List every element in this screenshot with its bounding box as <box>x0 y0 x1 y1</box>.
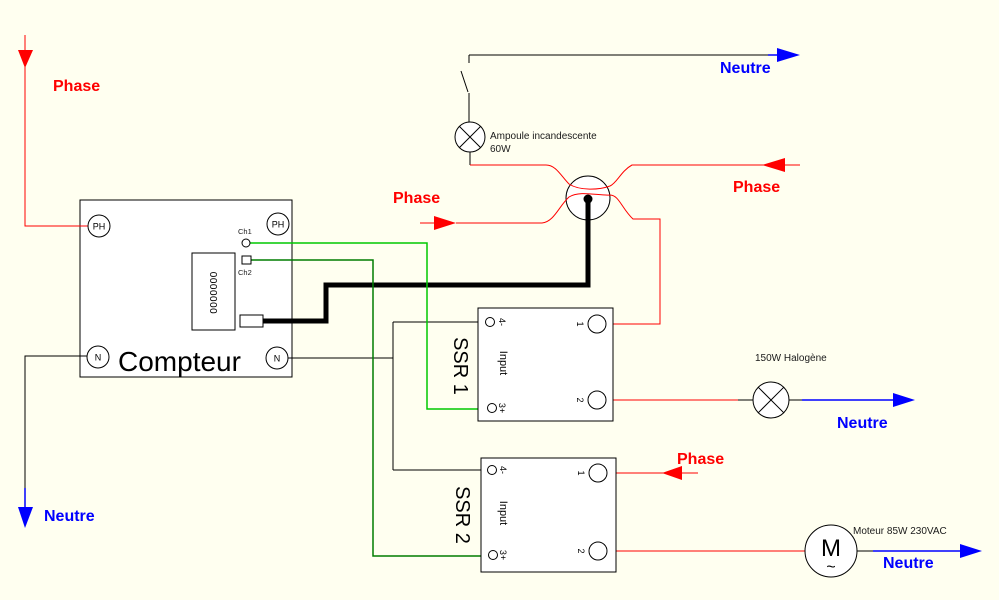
phase-label-middle: Phase <box>393 190 440 207</box>
terminal-ph-right-label: PH <box>272 220 285 230</box>
ssr2-name: SSR 2 <box>451 486 473 544</box>
lamp-incandescent-cross <box>459 126 481 148</box>
wire-neutre-left <box>24 355 87 488</box>
ch1-terminal <box>241 238 251 248</box>
terminal-n-left-label: N <box>95 353 102 363</box>
arrow-down-icon-phase-top-left <box>18 50 33 68</box>
ssr1-terminal-1 <box>587 314 607 334</box>
ssr1-terminal-1-label: 1 <box>575 321 585 326</box>
ssr2-terminal-3 <box>488 550 498 560</box>
motor-name: Moteur 85W 230VAC <box>853 526 947 537</box>
ssr1-terminal-4-label: 4- <box>497 318 507 326</box>
ssr1-terminal-4 <box>485 317 495 327</box>
arrow-left-icon-phase-right <box>762 158 785 172</box>
ssr2-terminal-2-label: 2 <box>576 548 586 553</box>
neutre-label-halogen: Neutre <box>837 415 888 432</box>
wire-phase-left <box>24 35 88 227</box>
lamp-incandescent-name: Ampoule incandescente <box>490 131 597 142</box>
ssr1-name: SSR 1 <box>449 337 471 395</box>
ch2-terminal <box>241 255 252 265</box>
ssr2-terminal-2 <box>588 541 608 561</box>
meter-terminal-n-right <box>265 346 289 370</box>
ssr2-input-label: Input <box>497 501 509 525</box>
meter-title: Compteur <box>118 346 241 377</box>
meter-box <box>79 199 293 378</box>
wire-phase-ssr1 <box>456 193 661 325</box>
ssr2-terminal-4-label: 4- <box>498 466 508 474</box>
meter-terminal-ph-right <box>266 212 290 236</box>
motor-icon <box>804 524 858 578</box>
meter-display <box>191 252 236 331</box>
meter-terminal-n-left <box>86 345 110 369</box>
ssr2-terminal-1-label: 1 <box>576 470 586 475</box>
lamp-halogen-cross <box>757 386 785 414</box>
ssr1-terminal-3 <box>487 403 497 413</box>
neutre-label-motor: Neutre <box>883 555 934 572</box>
arrow-right-icon-phase-middle <box>434 216 456 230</box>
arrow-right-icon-neutre-top <box>777 48 800 62</box>
ch2-label: Ch2 <box>238 268 252 277</box>
lamp-incandescent-power: 60W <box>490 144 511 155</box>
phase-label-top-left: Phase <box>53 78 100 95</box>
ssr2-terminal-4 <box>487 465 497 475</box>
wire-ch2-ssr2 <box>251 259 489 557</box>
arrow-down-icon-neutre-bottom-left <box>18 507 33 528</box>
terminal-n-right-label: N <box>274 354 281 364</box>
ssr1-terminal-3-label: 3+ <box>497 403 507 413</box>
wire-ch1-ssr1 <box>250 242 488 410</box>
ch1-label: Ch1 <box>238 227 252 236</box>
meter-output-connector <box>239 314 264 328</box>
ct-sensor-cable <box>263 199 591 324</box>
meter-display-value: 0000000 <box>207 272 218 314</box>
phase-label-right: Phase <box>733 179 780 196</box>
phase-label-ssr2: Phase <box>677 451 724 468</box>
ssr1-terminal-2 <box>587 390 607 410</box>
neutre-label-bottom-left: Neutre <box>44 508 95 525</box>
ssr2-terminal-3-label: 3+ <box>498 550 508 560</box>
ssr1-terminal-2-label: 2 <box>575 397 585 402</box>
motor-wave: ~ <box>826 559 835 576</box>
ct-clamp-dot <box>583 194 593 204</box>
neutre-label-top-right: Neutre <box>720 60 771 77</box>
lamp-halogen-name: 150W Halogène <box>755 353 827 364</box>
ssr2-terminal-1 <box>588 463 608 483</box>
arrow-left-icon-phase-ssr2 <box>662 466 682 480</box>
wall-switch-blade <box>460 70 469 93</box>
arrow-right-icon-neutre-halogen <box>893 393 915 407</box>
terminal-ph-left-label: PH <box>93 222 106 232</box>
meter-terminal-ph-left <box>87 214 111 238</box>
arrow-right-icon-neutre-motor <box>960 544 982 558</box>
motor-symbol: M <box>821 535 841 562</box>
ssr1-input-label: Input <box>497 351 509 375</box>
wire-phase-lamp <box>470 164 800 190</box>
